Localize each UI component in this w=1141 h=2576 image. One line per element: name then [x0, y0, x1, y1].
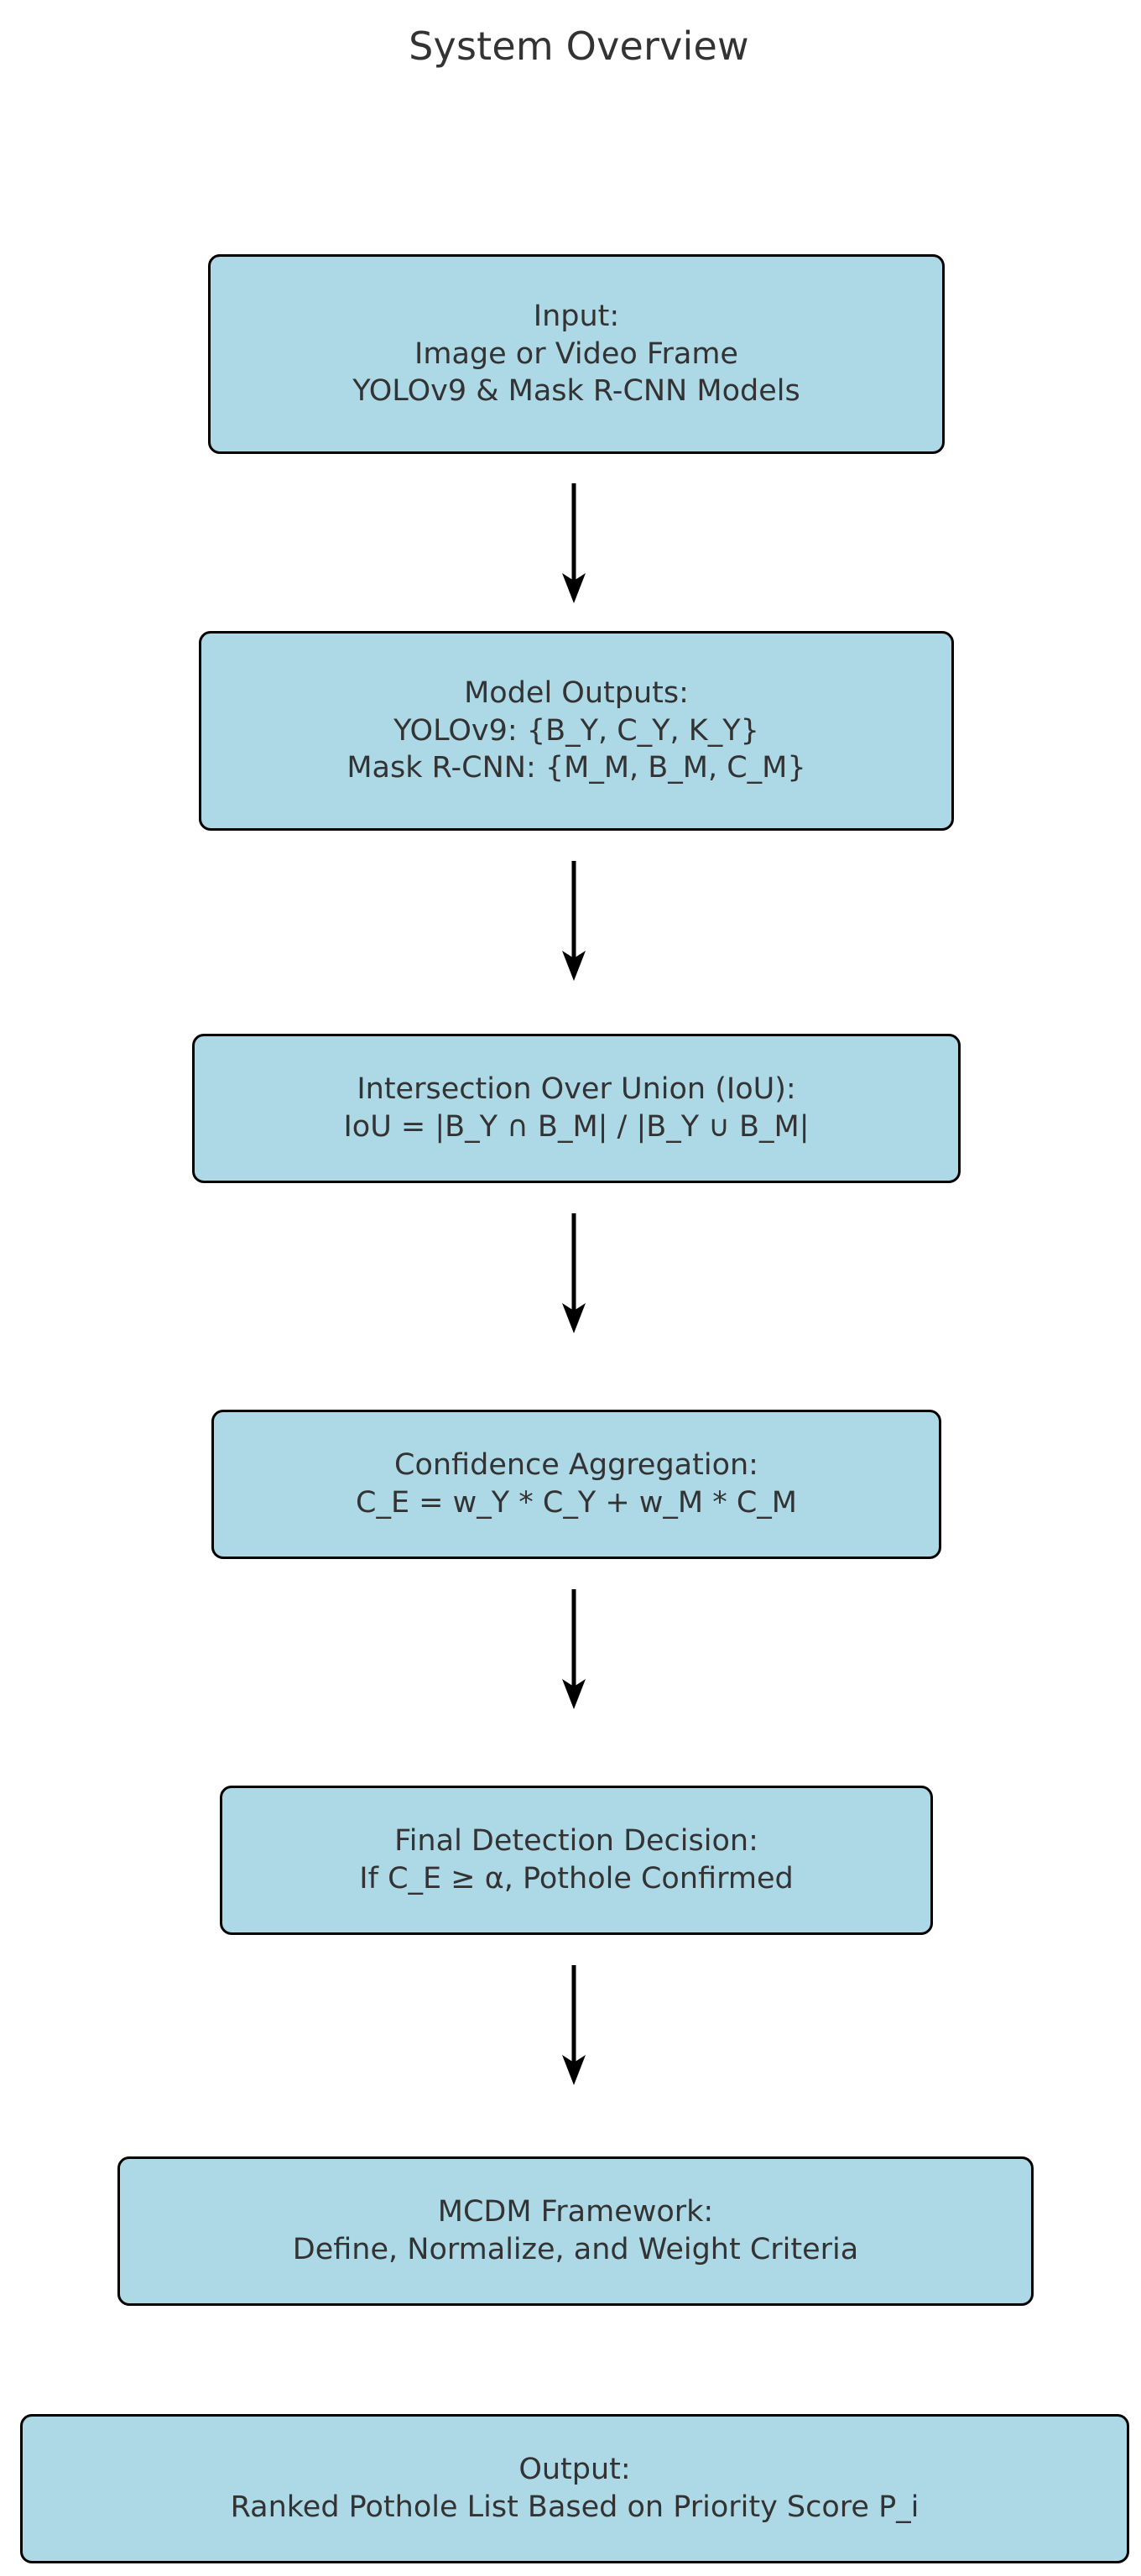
flow-node-model-outputs-line-1: Model Outputs:: [464, 675, 689, 710]
flow-node-final-detection[interactable]: Final Detection Decision: If C_E ≥ α, Po…: [220, 1786, 933, 1935]
page-title: System Overview: [409, 23, 749, 69]
flow-node-model-outputs-line-3: Mask R-CNN: {M_M, B_M, C_M}: [346, 751, 806, 785]
flow-arrow-confidence-aggregation-to-final-detection: [557, 1589, 591, 1710]
flow-node-confidence-aggregation-line-2: C_E = w_Y * C_Y + w_M * C_M: [356, 1486, 797, 1520]
flow-node-final-detection-line-1: Final Detection Decision:: [394, 1824, 758, 1859]
flow-arrow-model-outputs-to-iou: [557, 861, 591, 982]
flow-node-iou-line-2: IoU = |B_Y ∩ B_M| / |B_Y ∪ B_M|: [343, 1110, 810, 1144]
flow-node-mcdm-line-2: Define, Normalize, and Weight Criteria: [292, 2233, 859, 2266]
flow-node-final-detection-line-2: If C_E ≥ α, Pothole Confirmed: [359, 1862, 794, 1895]
flow-node-model-outputs-line-2: YOLOv9: {B_Y, C_Y, K_Y}: [393, 713, 759, 748]
flow-node-output[interactable]: Output: Ranked Pothole List Based on Pri…: [20, 2414, 1129, 2563]
flow-arrow-input-to-model-outputs: [557, 483, 591, 604]
flow-node-iou[interactable]: Intersection Over Union (IoU): IoU = |B_…: [192, 1034, 961, 1183]
flow-node-model-outputs[interactable]: Model Outputs: YOLOv9: {B_Y, C_Y, K_Y} M…: [199, 631, 954, 831]
flow-node-input-line-1: Input:: [533, 299, 620, 333]
flow-node-input-line-3: YOLOv9 & Mask R-CNN Models: [352, 374, 800, 409]
flow-node-mcdm[interactable]: MCDM Framework: Define, Normalize, and W…: [117, 2156, 1034, 2306]
flow-arrow-iou-to-confidence-aggregation: [557, 1213, 591, 1334]
flow-node-output-line-1: Output:: [518, 2453, 631, 2487]
flow-node-input-line-2: Image or Video Frame: [414, 336, 738, 371]
flow-node-input[interactable]: Input: Image or Video Frame YOLOv9 & Mas…: [208, 254, 945, 454]
flow-arrow-final-detection-to-mcdm: [557, 1965, 591, 2086]
flow-node-iou-line-1: Intersection Over Union (IoU):: [357, 1072, 796, 1107]
flow-node-confidence-aggregation-line-1: Confidence Aggregation:: [394, 1448, 758, 1483]
flow-node-output-line-2: Ranked Pothole List Based on Priority Sc…: [230, 2490, 920, 2524]
flow-node-mcdm-line-1: MCDM Framework:: [437, 2195, 714, 2229]
flow-node-confidence-aggregation[interactable]: Confidence Aggregation: C_E = w_Y * C_Y …: [211, 1410, 941, 1559]
